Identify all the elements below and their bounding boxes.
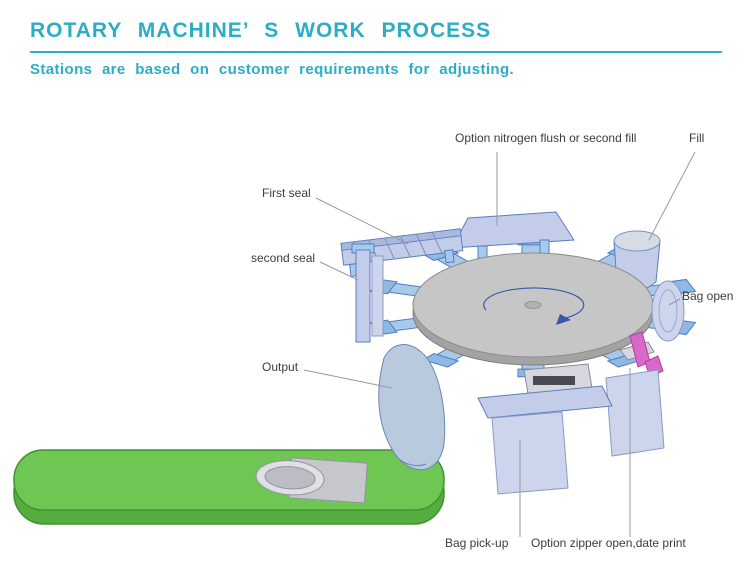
station-second-seal	[351, 243, 384, 343]
rotary-table	[412, 252, 654, 366]
station-nitrogen-flush	[451, 211, 575, 259]
page-subtitle: Stations are based on customer requireme…	[30, 61, 515, 78]
label-fill: Fill	[689, 131, 705, 145]
station-bag-open	[651, 280, 685, 342]
label-second-seal: second seal	[251, 251, 316, 265]
rotation-arrow	[483, 287, 585, 325]
label-output: Output	[262, 360, 299, 374]
conveyor-belt	[13, 449, 445, 525]
title-underline	[30, 51, 722, 53]
station-bag-pickup	[477, 363, 613, 495]
label-nitrogen-flush: Option nitrogen flush or second fill	[455, 131, 637, 145]
rotary-machine-illustration	[13, 151, 750, 537]
station-zipper-date-print	[605, 331, 665, 457]
page-title: ROTARY MACHINE’ S WORK PROCESS	[30, 19, 492, 42]
output-chute	[378, 344, 446, 471]
page-header: ROTARY MACHINE’ S WORK PROCESS Stations …	[30, 18, 722, 78]
discharge-tube	[255, 457, 368, 504]
label-bag-pickup: Bag pick-up	[445, 536, 509, 550]
label-first-seal: First seal	[262, 186, 311, 200]
label-zipper-date-print: Option zipper open,date print	[531, 536, 686, 550]
leader-lines	[303, 151, 696, 537]
label-bag-open: Bag open	[682, 289, 734, 303]
